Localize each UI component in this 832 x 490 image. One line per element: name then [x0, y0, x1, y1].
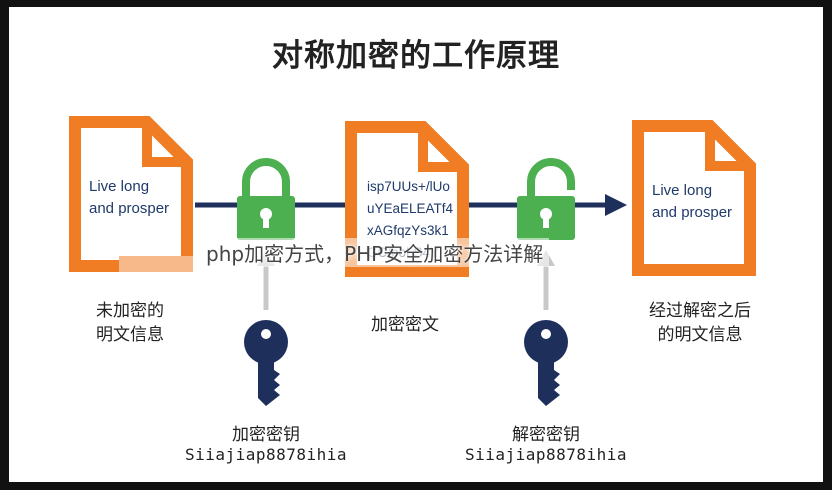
- decrypt-key-code: Siiajiap8878ihia: [464, 445, 628, 464]
- flow-arrowhead: [605, 194, 627, 216]
- document-icon: [632, 120, 756, 276]
- decrypt-key-icon: [524, 320, 568, 406]
- encrypt-key-label: 加密密钥: [232, 425, 300, 445]
- encrypt-key-code: Siiajiap8878ihia: [184, 445, 348, 464]
- open-lock-icon: [517, 158, 575, 240]
- closed-lock-icon: [237, 158, 295, 240]
- decrypt-key-label: 解密密钥: [512, 425, 580, 445]
- decrypted-document: Live long and prosper: [632, 120, 756, 276]
- plaintext-document: Live long and prosper: [69, 116, 193, 272]
- encrypt-key-icon: [244, 320, 288, 406]
- decrypted-caption: 经过解密之后 的明文信息: [649, 301, 751, 345]
- diagram-title: 对称加密的工作原理: [272, 38, 560, 74]
- plaintext-caption: 未加密的 明文信息: [96, 301, 164, 345]
- watermark-caption: php加密方式，PHP安全加密方法详解: [200, 238, 550, 267]
- plaintext-content: Live long and prosper: [89, 178, 170, 217]
- ciphertext-caption: 加密密文: [371, 315, 439, 335]
- decrypted-content: Live long and prosper: [652, 182, 733, 221]
- document-icon: [69, 116, 193, 272]
